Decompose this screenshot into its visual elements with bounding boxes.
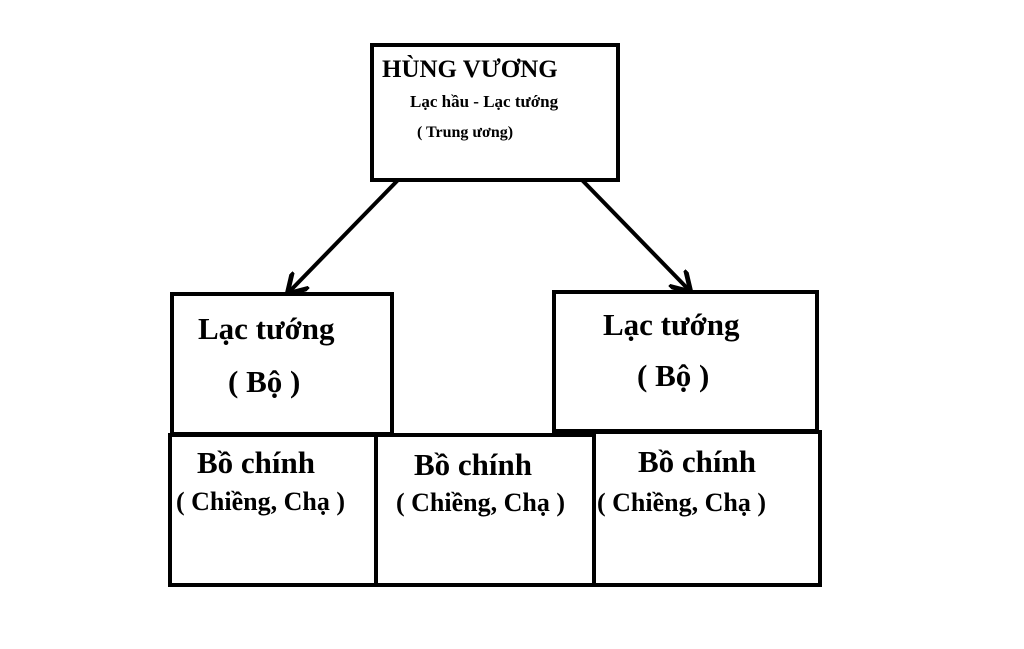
top-node-line2: Lạc hầu - Lạc tướng [410,92,559,111]
mid-node-left-title: Lạc tướng [198,311,335,346]
bottom-node-1-box [168,433,378,587]
mid-node-right-box [552,290,819,433]
bottom-node-1-title: Bồ chính [197,445,316,480]
top-node-box [370,43,620,182]
bottom-node-2-title: Bồ chính [414,447,533,482]
arrow-left [290,178,400,291]
mid-node-left-sub: ( Bộ ) [228,364,301,399]
top-node-title: HÙNG VƯƠNG [382,56,558,83]
bottom-node-1-sub: ( Chiềng, Chạ ) [176,487,346,516]
bottom-node-3-box [592,430,822,587]
arrow-right [580,178,688,289]
bottom-node-2-sub: ( Chiềng, Chạ ) [396,488,566,517]
top-node-line3: ( Trung ương) [417,124,514,141]
bottom-node-3-sub: ( Chiềng, Chạ ) [597,488,767,517]
bottom-node-3-title: Bồ chính [638,444,757,479]
mid-node-right-title: Lạc tướng [603,307,740,342]
mid-node-right-sub: ( Bộ ) [637,358,710,393]
